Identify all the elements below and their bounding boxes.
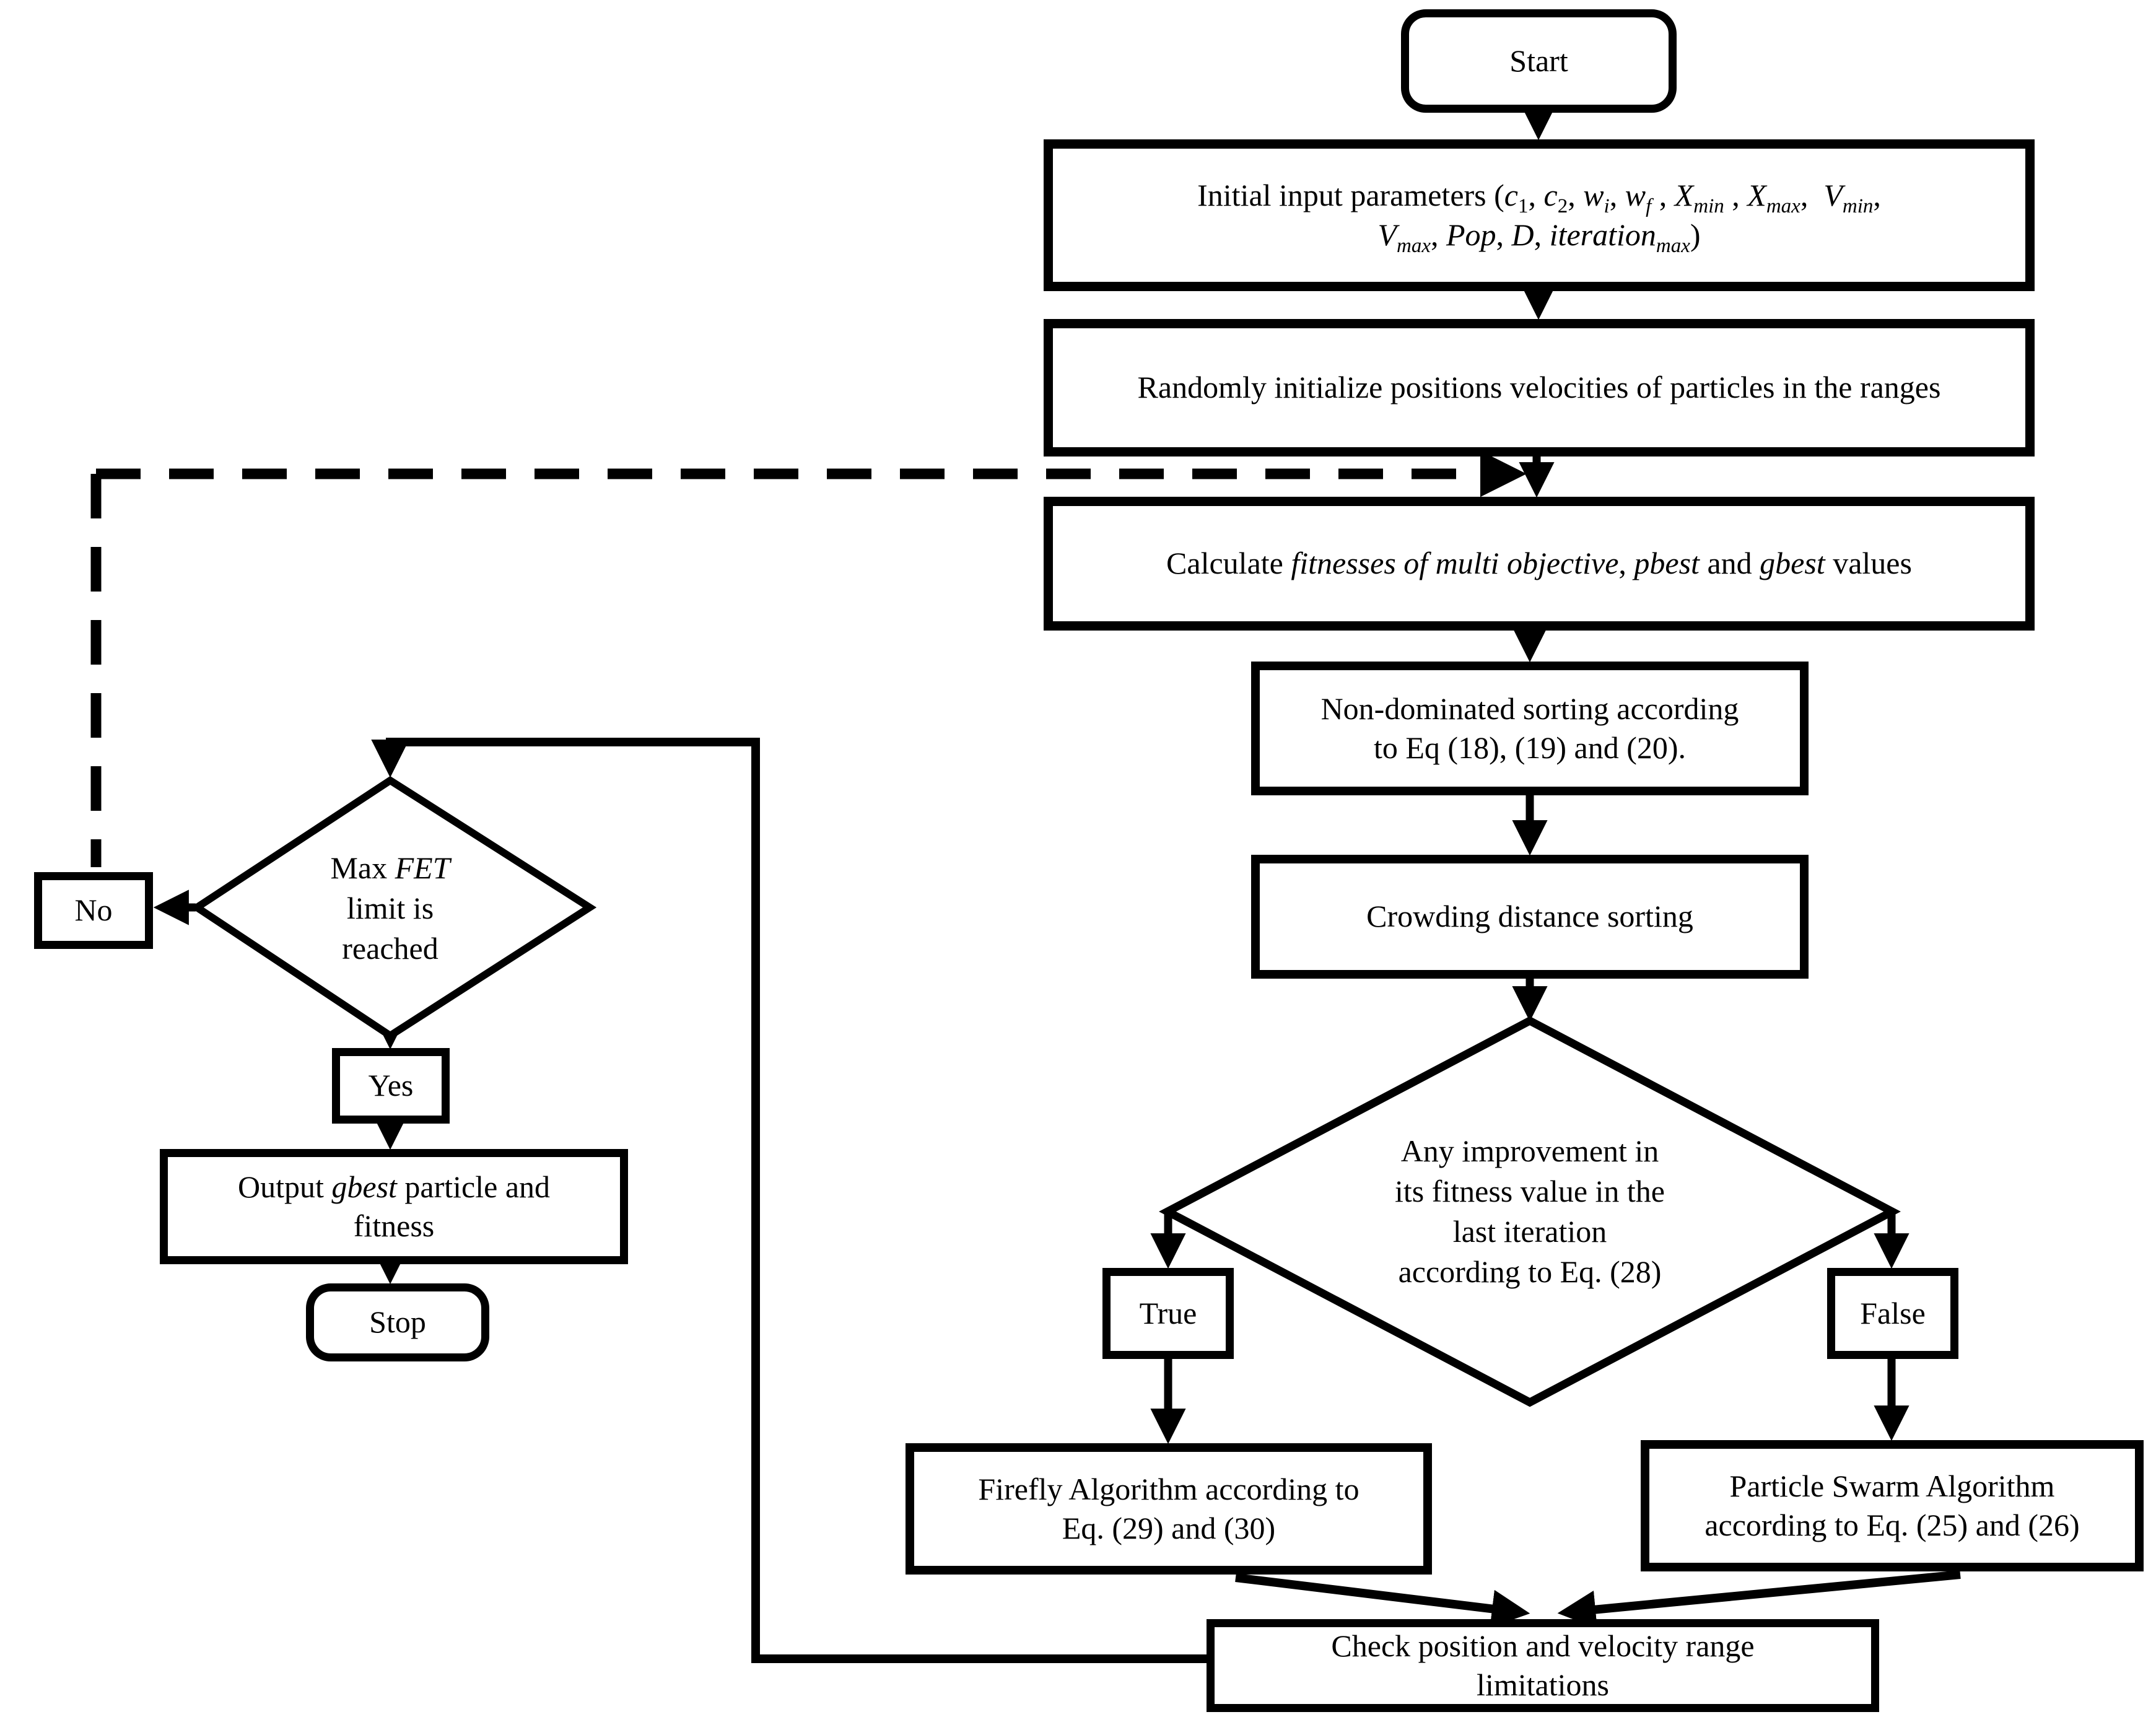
- node-firefly-algorithm-label: Firefly Algorithm according to Eq. (29) a…: [978, 1470, 1359, 1549]
- node-no: No: [34, 872, 153, 949]
- text-segment: fitnesses of multi objective: [1291, 546, 1619, 581]
- text-segment: ,: [1496, 217, 1512, 252]
- text-segment: to Eq (18), (19) and (20).: [1373, 730, 1687, 765]
- text-segment: values: [1825, 546, 1912, 581]
- node-initial-input-parameters-label: Initial input parameters (c1, c2, wi, wf…: [1197, 176, 1881, 257]
- node-particle-swarm-algorithm: Particle Swarm Algorithm according to Eq.…: [1641, 1440, 2144, 1571]
- text-segment: ,: [1618, 546, 1634, 581]
- text-segment: c: [1543, 178, 1558, 212]
- node-stop-label: Stop: [369, 1304, 426, 1340]
- text-segment: according to Eq. (25) and (26): [1704, 1508, 2080, 1542]
- node-output-gbest: Output gbest particle and fitness: [160, 1149, 628, 1264]
- node-crowding-distance-sorting-label: Crowding distance sorting: [1366, 899, 1693, 934]
- text-segment: max: [1766, 195, 1800, 217]
- text-segment: ,: [1431, 217, 1446, 252]
- text-segment: D: [1511, 217, 1534, 252]
- text-segment: limit is: [346, 890, 434, 925]
- text-segment: FET: [395, 850, 450, 885]
- text-segment: Non-dominated sorting according: [1320, 691, 1739, 726]
- node-check-position-velocity-label: Check position and velocity range limitat…: [1331, 1627, 1754, 1705]
- improvement-diamond-shape: [1159, 1016, 1901, 1407]
- text-segment: Max: [330, 850, 395, 885]
- arrow-psa-to-check: [1557, 1570, 1961, 1629]
- text-segment: ,: [1800, 178, 1824, 212]
- node-max-fet-diamond-label: Max FET limit is reached: [235, 808, 545, 1008]
- text-segment: V: [1823, 178, 1843, 212]
- text-segment: ,: [1528, 178, 1544, 212]
- node-non-dominated-sorting-label: Non-dominated sorting according to Eq (18…: [1321, 689, 1739, 768]
- text-segment: ): [1690, 217, 1701, 252]
- text-segment: Initial input parameters (: [1197, 178, 1504, 212]
- text-segment: ,: [1609, 178, 1625, 212]
- text-segment: and: [1699, 546, 1760, 581]
- text-segment: according to Eq. (28): [1398, 1254, 1662, 1289]
- text-segment: X: [1674, 178, 1694, 212]
- text-segment: V: [1377, 217, 1397, 252]
- node-initial-input-parameters: Initial input parameters (c1, c2, wi, wf…: [1044, 139, 2035, 291]
- node-randomly-initialize-label: Randomly initialize positions velocities…: [1137, 370, 1941, 405]
- node-calculate-fitnesses: Calculate fitnesses of multi objective, …: [1044, 497, 2035, 631]
- text-segment: X: [1747, 178, 1766, 212]
- text-segment: gbest: [1760, 546, 1825, 581]
- text-segment: Calculate: [1166, 546, 1291, 581]
- node-start-label: Start: [1509, 43, 1568, 78]
- node-no-label: No: [74, 893, 113, 928]
- text-segment: Particle Swarm Algorithm: [1729, 1468, 2055, 1503]
- text-segment: ,: [1873, 178, 1881, 212]
- text-segment: reached: [342, 930, 439, 966]
- text-segment: its fitness value in the: [1394, 1174, 1665, 1208]
- max-fet-diamond-text: Max FET limit is reached: [330, 848, 450, 969]
- text-segment: Output: [237, 1169, 332, 1204]
- text-segment: ,: [1534, 217, 1550, 252]
- text-segment: particle and: [396, 1169, 551, 1204]
- node-firefly-algorithm: Firefly Algorithm according to Eq. (29) a…: [906, 1443, 1432, 1575]
- improvement-diamond-text: Any improvement in its fitness value in t…: [1395, 1131, 1665, 1292]
- loop-check-to-fet-diamond: [371, 738, 1207, 1663]
- text-segment: max: [1656, 234, 1690, 257]
- node-false-label: False: [1860, 1295, 1926, 1330]
- text-segment: f: [1646, 195, 1652, 217]
- text-segment: gbest: [331, 1169, 397, 1204]
- text-segment: fitness: [353, 1208, 435, 1243]
- text-segment: Pop: [1446, 217, 1496, 252]
- node-start: Start: [1401, 9, 1677, 113]
- text-segment: w: [1583, 178, 1604, 212]
- text-segment: iteration: [1549, 217, 1656, 252]
- text-segment: last iteration: [1452, 1214, 1607, 1249]
- text-segment: ,: [1568, 178, 1584, 212]
- node-yes-label: Yes: [368, 1068, 414, 1103]
- text-segment: Eq. (29) and (30): [1062, 1511, 1276, 1545]
- text-segment: 1: [1517, 195, 1529, 217]
- text-segment: min: [1842, 195, 1874, 217]
- text-segment: w: [1625, 178, 1646, 212]
- text-segment: Firefly Algorithm according to: [978, 1471, 1360, 1506]
- text-segment: Any improvement in: [1400, 1134, 1659, 1168]
- text-segment: ,: [1651, 178, 1675, 212]
- text-segment: ,: [1724, 178, 1748, 212]
- arrow-firefly-to-check: [1235, 1573, 1530, 1628]
- node-randomly-initialize: Randomly initialize positions velocities…: [1044, 319, 2035, 457]
- node-check-position-velocity: Check position and velocity range limitat…: [1207, 1619, 1879, 1712]
- text-segment: limitations: [1477, 1667, 1609, 1702]
- max-fet-diamond-shape: [190, 775, 597, 1041]
- text-segment: 2: [1557, 195, 1568, 217]
- node-crowding-distance-sorting: Crowding distance sorting: [1251, 855, 1809, 979]
- node-true-label: True: [1139, 1295, 1197, 1330]
- node-false: False: [1827, 1268, 1958, 1359]
- node-stop: Stop: [306, 1283, 489, 1361]
- text-segment: max: [1397, 234, 1431, 257]
- text-segment: c: [1504, 178, 1518, 212]
- node-yes: Yes: [332, 1048, 450, 1124]
- node-improvement-diamond-label: Any improvement in its fitness value in t…: [1282, 1052, 1778, 1371]
- text-segment: Check position and velocity range: [1331, 1628, 1755, 1663]
- node-non-dominated-sorting: Non-dominated sorting according to Eq (18…: [1251, 662, 1809, 795]
- node-output-gbest-label: Output gbest particle and fitness: [238, 1168, 550, 1246]
- node-calculate-fitnesses-label: Calculate fitnesses of multi objective, …: [1166, 544, 1912, 583]
- text-segment: i: [1604, 195, 1610, 217]
- text-segment: pbest: [1634, 546, 1700, 581]
- text-segment: min: [1693, 195, 1724, 217]
- node-particle-swarm-algorithm-label: Particle Swarm Algorithm according to Eq.…: [1704, 1467, 2079, 1545]
- node-true: True: [1102, 1268, 1234, 1359]
